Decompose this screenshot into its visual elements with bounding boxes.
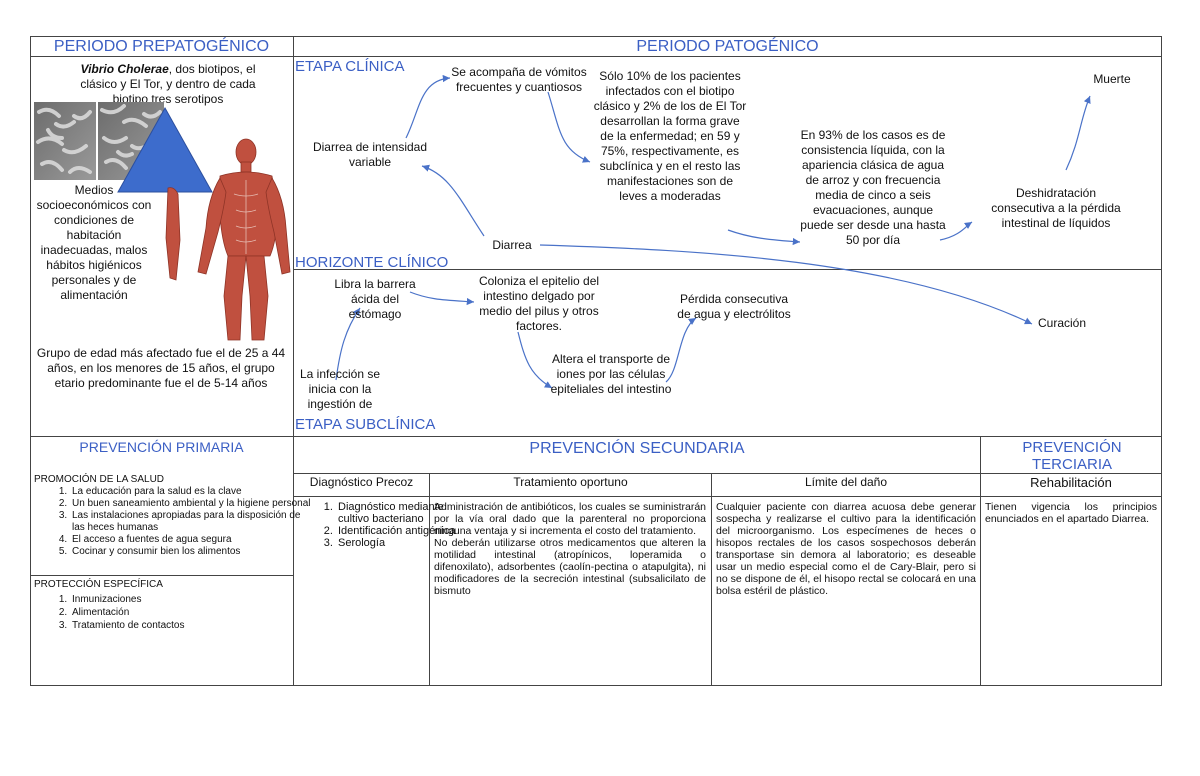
- list-item: El acceso a fuentes de agua segura: [70, 534, 314, 546]
- node-infeccion: La infección se inicia con la ingestión …: [296, 367, 384, 412]
- list-item: Alimentación: [70, 606, 314, 619]
- rehabilitacion-text: Tienen vigencia los principios enunciado…: [985, 501, 1157, 525]
- prevencion-secundaria-title: PREVENCIÓN SECUNDARIA: [294, 440, 980, 458]
- tratamiento-paragraph-2: No deberán utilizarse otros medicamentos…: [434, 537, 706, 597]
- list-item: Inmunizaciones: [70, 593, 314, 606]
- section-divider: [30, 436, 1162, 437]
- outer-bottom-border: [30, 685, 1162, 686]
- col-divider-trat: [711, 473, 712, 686]
- list-item: Cocinar y consumir bien los alimentos: [70, 546, 314, 558]
- node-diarrea-intensidad: Diarrea de intensidad variable: [310, 140, 430, 170]
- host-group-text: Grupo de edad más afectado fue el de 25 …: [36, 346, 286, 391]
- header-prepatogenico: PERIODO PREPATOGÉNICO: [30, 38, 293, 56]
- prev-title-divider: [293, 496, 1162, 497]
- proteccion-title: PROTECCIÓN ESPECÍFICA: [34, 579, 163, 591]
- primaria-split-divider: [30, 575, 294, 576]
- node-deshidratacion: Deshidratación consecutiva a la pérdida …: [986, 186, 1126, 231]
- tratamiento-text: Administración de antibióticos, los cual…: [434, 501, 706, 597]
- rehabilitacion-title: Rehabilitación: [981, 475, 1161, 490]
- list-item: La educación para la salud es la clave: [70, 486, 314, 498]
- tratamiento-paragraph-1: Administración de antibióticos, los cual…: [434, 501, 706, 537]
- node-porcentaje: Sólo 10% de los pacientes infectados con…: [592, 69, 748, 204]
- promocion-title: PROMOCIÓN DE LA SALUD: [34, 474, 164, 486]
- diagnostico-precoz-title: Diagnóstico Precoz: [294, 475, 429, 489]
- horizonte-clinico-label: HORIZONTE CLÍNICO: [295, 254, 448, 271]
- node-transporte: Altera el transporte de iones por las cé…: [548, 352, 674, 397]
- etapa-clinica-label: ETAPA CLÍNICA: [295, 58, 404, 75]
- list-item: Tratamiento de contactos: [70, 619, 314, 632]
- node-curacion: Curación: [1030, 316, 1094, 331]
- node-barrera: Libra la barrera ácida del estómago: [330, 277, 420, 322]
- node-perdida: Pérdida consecutiva de agua y electrólit…: [672, 292, 796, 322]
- outer-top-border: [30, 36, 1162, 37]
- col-divider-terciaria: [980, 436, 981, 686]
- header-patogenico: PERIODO PATOGÉNICO: [294, 38, 1161, 56]
- triad-agent-text: Vibrio Cholerae, dos biotipos, el clásic…: [68, 62, 268, 107]
- node-coloniza: Coloniza el epitelio del intestino delga…: [472, 274, 606, 334]
- list-item: Las instalaciones apropiadas para la dis…: [70, 510, 314, 534]
- prevencion-terciaria-title: PREVENCIÓN TERCIARIA: [1020, 439, 1124, 473]
- proteccion-list: Inmunizaciones Alimentación Tratamiento …: [34, 593, 314, 632]
- col-divider-main: [293, 36, 294, 686]
- node-muerte: Muerte: [1080, 72, 1144, 87]
- prev-subheader-divider: [293, 473, 1162, 474]
- node-vomitos: Se acompaña de vómitos frecuentes y cuan…: [444, 65, 594, 95]
- header-divider: [30, 56, 1162, 57]
- outer-right-border: [1161, 36, 1162, 686]
- outer-left-border: [30, 36, 31, 686]
- prevencion-primaria-title: PREVENCIÓN PRIMARIA: [30, 439, 293, 455]
- limite-dano-title: Límite del daño: [712, 475, 980, 489]
- list-item: Un buen saneamiento ambiental y la higie…: [70, 498, 314, 510]
- agent-name: Vibrio Cholerae: [81, 62, 169, 76]
- promocion-list: La educación para la salud es la clave U…: [34, 486, 314, 558]
- node-consistencia: En 93% de los casos es de consistencia l…: [798, 128, 948, 248]
- environment-text: Medios socioeconómicos con condiciones d…: [34, 183, 154, 303]
- tratamiento-oportuno-title: Tratamiento oportuno: [430, 475, 711, 489]
- human-anatomy-image: [160, 138, 292, 342]
- node-diarrea: Diarrea: [482, 238, 542, 253]
- etapa-subclinica-label: ETAPA SUBCLÍNICA: [295, 416, 435, 433]
- limite-dano-text: Cualquier paciente con diarrea acuosa de…: [716, 501, 976, 597]
